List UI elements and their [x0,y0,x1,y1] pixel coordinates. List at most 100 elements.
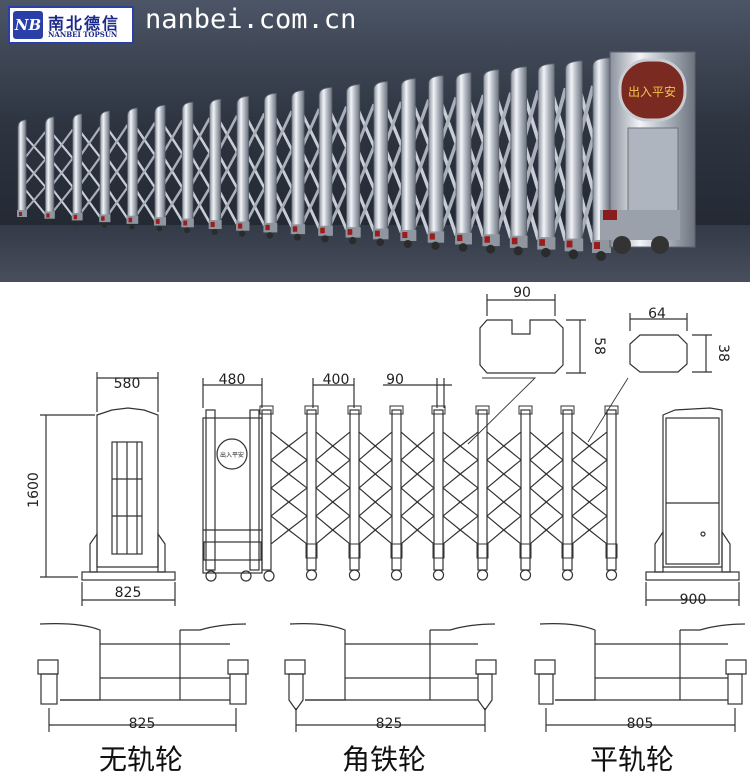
scissor-link [315,515,351,545]
gate-photo: 出入平安 [0,51,750,282]
post-reflector [101,216,105,221]
scissor-link [358,459,393,489]
gate-post [264,93,277,228]
gate-elevation: 480 400 90 出入平安 [202,372,619,582]
base-right-label: 900 [680,592,707,608]
height-label: 1600 [26,472,42,508]
gate-post [477,409,488,571]
scissor-link [358,459,393,475]
scissor-link [442,459,479,475]
post-reflector [73,214,78,220]
scissor-link [486,431,522,461]
post-foot [318,225,333,236]
scissor-link [571,473,608,489]
scissor-link [400,473,435,489]
post-wheel [476,569,489,581]
post-foot [372,228,389,240]
post-wheel [568,249,579,260]
post-foot [345,227,361,238]
gate-post [606,409,617,571]
scissor-link [486,501,522,517]
scissor-link [358,431,393,447]
scissor-link [270,445,308,461]
scissor-link [486,487,522,503]
post-wheel [431,241,440,250]
post-reflector [484,236,490,243]
post-foot [290,224,306,235]
scissor-link [442,501,479,517]
scissor-link [529,501,564,517]
scissor-link [529,459,564,475]
scissor-link [49,186,74,216]
scissor-link [442,487,479,517]
scissor-link [571,515,608,531]
scissor-link [442,487,479,503]
post-wheel-bracket [305,543,318,559]
caption-angle-iron-wheel: 角铁轮 [342,743,427,776]
post-cap [560,405,575,415]
post-reflector [511,237,518,245]
post-cap [347,405,362,415]
post-wheel [294,233,301,241]
post-reflector [457,234,463,242]
post-wheel [605,569,618,581]
scissor-link [529,487,564,503]
scissor-link [315,431,351,461]
scissor-link [270,431,308,447]
scissor-link [400,515,435,545]
post-foot [208,220,222,229]
post-foot [99,214,111,223]
logo-brand-en: NANBEI TOPSUN [48,30,118,39]
profile-large-height-label: 58 [591,337,607,355]
post-reflector [19,212,22,216]
post-wheel [266,232,274,239]
scissor-link [315,445,351,461]
scissor-link [77,186,102,217]
scissor-link [358,487,393,517]
post-foot [153,217,167,226]
scissor-link [400,515,435,531]
scissor-link [400,501,435,517]
gate-post [373,81,388,233]
scissor-link [22,131,47,162]
post-wheel [156,225,163,232]
scissor-link [49,157,74,188]
gate-post [520,409,531,571]
post-foot [236,221,250,231]
scissor-link [400,431,435,447]
scissor-link [529,445,564,461]
post-wheel-bracket [432,543,445,559]
scissor-link [529,529,564,545]
scissor-link [529,487,564,517]
scissor-link [571,459,608,489]
post-reflector [292,226,298,232]
scissor-link [529,431,564,447]
gate-post [306,409,317,571]
scissor-link [133,186,156,220]
gate-post [349,409,360,571]
scissor-link [571,515,608,545]
post-reflector [46,213,50,218]
gate-post [154,104,166,222]
gate-post [261,409,272,571]
head-sign-text: 出入平安 [220,451,244,459]
scissor-link [529,473,564,489]
post-wheel [129,224,135,230]
post-wheel-bracket [390,543,403,559]
scissor-link [105,186,129,218]
scissor-link [22,186,47,214]
scissor-link [400,487,435,503]
gate-post [428,75,444,236]
pitch-label: 400 [323,372,350,388]
scissor-link [270,487,308,503]
post-wheel-bracket [476,543,489,559]
scissor-link [49,128,74,160]
post-reflector [128,217,133,223]
post-foot [427,231,445,243]
gate-post [510,66,527,241]
post-reflector [539,239,545,246]
scissor-link [22,158,47,188]
wheel-detail-trackless: 825 [37,623,249,732]
scissor-link [105,155,129,188]
gate-post [391,409,402,571]
